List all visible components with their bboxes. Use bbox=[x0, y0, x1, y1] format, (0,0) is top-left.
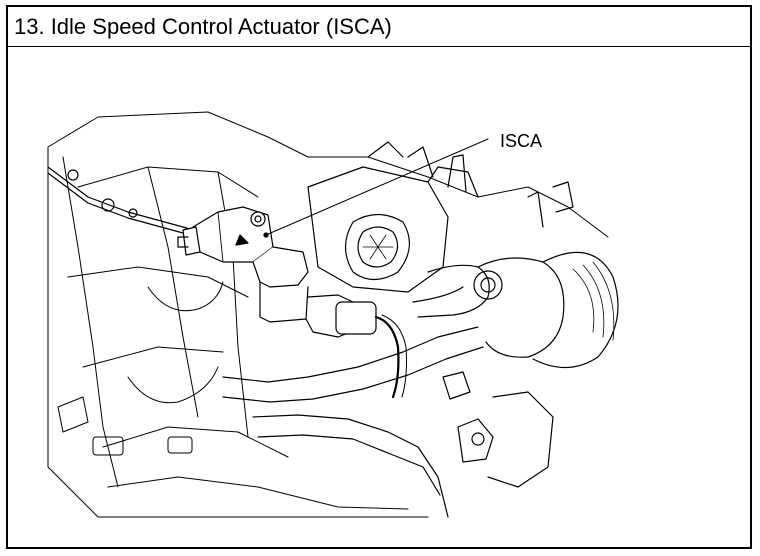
throttle-body bbox=[307, 154, 479, 293]
coolant-pipe bbox=[222, 326, 484, 518]
figure-title: 13. Idle Speed Control Actuator (ISCA) bbox=[8, 7, 750, 47]
intake-hose bbox=[412, 251, 619, 369]
engine-illustration: ISCA bbox=[8, 47, 750, 547]
isca-actuator bbox=[177, 206, 407, 399]
isca-label: ISCA bbox=[500, 131, 542, 151]
engine-block bbox=[47, 111, 609, 518]
figure-frame: 13. Idle Speed Control Actuator (ISCA) bbox=[6, 5, 752, 549]
isca-callout bbox=[263, 138, 489, 238]
sensor-bracket bbox=[367, 141, 574, 488]
